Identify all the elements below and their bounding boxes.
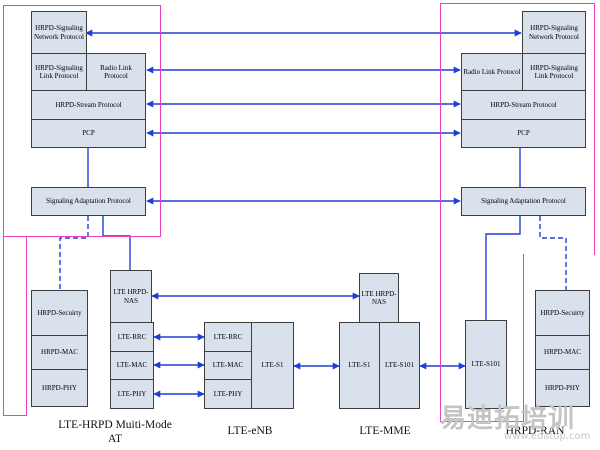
at-radio-link-protocol: Radio Link Protocol xyxy=(86,53,146,91)
caption-ran: HRPD-RAN xyxy=(505,425,565,437)
ran-radio-link-protocol: Radio Link Protocol xyxy=(461,53,523,91)
ran-lower-group-outline xyxy=(440,254,524,422)
ran-hrpd-mac: HRPD-MAC xyxy=(535,335,590,370)
ran-signaling-link-protocol: HRPD-Signaling Link Protocol xyxy=(522,53,586,91)
watermark-url: www.edatop.com xyxy=(504,431,591,442)
at-hrpd-phy: HRPD-PHY xyxy=(31,369,88,407)
at-sap-to-security xyxy=(59,216,89,290)
caption-at: LTE-HRPD Muiti-Mode AT xyxy=(58,419,172,446)
enb-lte-s1: LTE-S1 xyxy=(251,322,294,409)
at-hrpd-security: HRPD-Secuirty xyxy=(31,290,88,336)
ran-hrpd-phy: HRPD-PHY xyxy=(535,369,590,407)
ran-pcp: PCP xyxy=(461,119,586,148)
caption-mme: LTE-MME xyxy=(359,425,411,437)
at-pcp: PCP xyxy=(31,119,146,148)
ran-hrpd-group-outline xyxy=(440,3,595,255)
ran-sap-to-s101 xyxy=(485,216,521,320)
at-lte-phy: LTE-PHY xyxy=(110,379,154,409)
mme-lte-hrpd-nas: LTE HRPD-NAS xyxy=(359,273,399,323)
mme-lte-s1: LTE-S1 xyxy=(339,322,380,409)
ran-signaling-adaptation-protocol: Signaling Adaptation Protocol xyxy=(461,187,586,216)
at-signaling-adaptation-protocol: Signaling Adaptation Protocol xyxy=(31,187,146,216)
enb-lte-rrc: LTE-RRC xyxy=(204,322,252,352)
mme-lte-s101: LTE-S101 xyxy=(379,322,420,409)
watermark-logo: 易迪拓培训 xyxy=(440,404,576,434)
at-stream-protocol: HRPD-Stream Protocol xyxy=(31,90,146,120)
ran-hrpd-security: HRPD-Secuirty xyxy=(535,290,590,336)
at-lte-rrc: LTE-RRC xyxy=(110,322,154,352)
ran-lte-s101: LTE-S101 xyxy=(465,320,507,409)
enb-lte-phy: LTE-PHY xyxy=(204,379,252,409)
at-hrpd-mac: HRPD-MAC xyxy=(31,335,88,370)
ran-stream-protocol: HRPD-Stream Protocol xyxy=(461,90,586,120)
at-lte-hrpd-nas: LTE HRPD-NAS xyxy=(110,270,152,323)
at-signaling-link-protocol: HRPD-Signaling Link Protocol xyxy=(31,53,87,91)
enb-lte-mac: LTE-MAC xyxy=(204,351,252,380)
ran-signaling-network-protocol: HRPD-Signaling Network Protocol xyxy=(522,11,586,54)
at-hrpd-group-outline xyxy=(3,5,161,237)
caption-enb: LTE-eNB xyxy=(227,425,273,437)
at-lower-group-outline xyxy=(3,236,27,416)
at-lte-mac: LTE-MAC xyxy=(110,351,154,380)
at-signaling-network-protocol: HRPD-Signaling Network Protocol xyxy=(31,11,87,54)
ran-sap-to-security xyxy=(539,216,567,290)
